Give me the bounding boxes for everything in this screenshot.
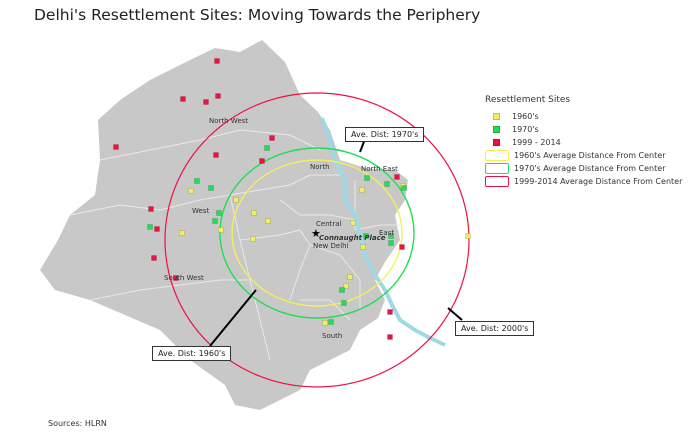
site-marker	[264, 145, 270, 151]
district-label: North West	[209, 117, 248, 125]
site-marker	[384, 181, 390, 187]
site-marker	[388, 240, 394, 246]
callout-2000s: Ave. Dist: 2000's	[455, 321, 535, 336]
map-title: Delhi's Resettlement Sites: Moving Towar…	[34, 6, 481, 24]
site-marker	[363, 233, 369, 239]
site-marker	[208, 185, 214, 191]
site-marker	[214, 58, 220, 64]
district-label: North	[310, 163, 330, 171]
site-marker	[359, 187, 365, 193]
site-marker	[188, 188, 194, 194]
site-marker	[215, 93, 221, 99]
legend-label: 1960's	[512, 112, 539, 121]
site-marker	[401, 185, 407, 191]
district-boundaries	[69, 129, 400, 361]
site-marker	[180, 96, 186, 102]
site-marker	[203, 99, 209, 105]
district-label: West	[192, 207, 209, 215]
site-marker	[147, 224, 153, 230]
point-swatch-icon	[493, 126, 500, 133]
site-marker	[194, 178, 200, 184]
ring-1970s	[219, 147, 415, 319]
legend-label: 1970's	[512, 125, 539, 134]
site-marker	[347, 274, 353, 280]
site-marker	[399, 244, 405, 250]
legend-label: 1960's Average Distance From Center	[514, 151, 666, 160]
district-label: East	[379, 229, 394, 237]
callout-1970s: Ave. Dist: 1970's	[345, 127, 425, 142]
site-marker	[341, 300, 347, 306]
site-marker	[322, 320, 328, 326]
site-marker	[387, 334, 393, 340]
site-marker	[251, 210, 257, 216]
point-swatch-icon	[493, 113, 500, 120]
point-swatch-icon	[493, 139, 500, 146]
district-label: New Delhi	[313, 242, 349, 250]
site-marker	[269, 135, 275, 141]
site-marker	[173, 275, 179, 281]
site-marker	[218, 227, 224, 233]
yamuna-river	[320, 117, 446, 347]
sources-note: Sources: HLRN	[48, 419, 107, 428]
site-marker	[212, 218, 218, 224]
ring-swatch-icon	[485, 163, 509, 174]
site-marker	[343, 283, 349, 289]
ring-swatch-icon	[485, 176, 509, 187]
legend: Resettlement Sites 1960's 1970's 1999 - 20…	[485, 95, 682, 188]
district-label: South	[322, 332, 342, 340]
connaught-place-star-icon: ★	[311, 227, 321, 240]
site-marker	[364, 175, 370, 181]
site-marker	[339, 287, 345, 293]
legend-heading: Resettlement Sites	[485, 95, 571, 105]
ring-swatch-icon	[485, 150, 509, 161]
site-marker	[148, 206, 154, 212]
site-marker	[216, 210, 222, 216]
arrow-1960s	[209, 289, 257, 347]
legend-item: 1970's	[485, 123, 682, 136]
site-marker	[465, 233, 471, 239]
legend-item: 1960's	[485, 110, 682, 123]
site-marker	[151, 255, 157, 261]
site-marker	[259, 158, 265, 164]
site-marker	[265, 218, 271, 224]
legend-label: 1999 - 2014	[512, 138, 561, 147]
legend-label: 1970's Average Distance From Center	[514, 164, 666, 173]
site-marker	[350, 220, 356, 226]
district-label: North East	[361, 165, 398, 173]
district-label: Central	[316, 220, 342, 228]
site-marker	[388, 233, 394, 239]
site-marker	[394, 174, 400, 180]
legend-item: 1960's Average Distance From Center	[485, 149, 682, 162]
legend-item: 1999-2014 Average Distance From Center	[485, 175, 682, 188]
arrow-2000s	[447, 307, 463, 321]
legend-label: 1999-2014 Average Distance From Center	[514, 177, 683, 186]
ring-1999-2014	[164, 92, 470, 388]
site-marker	[328, 319, 334, 325]
site-marker	[179, 230, 185, 236]
site-marker	[387, 309, 393, 315]
site-marker	[213, 152, 219, 158]
site-marker	[360, 244, 366, 250]
legend-item: 1999 - 2014	[485, 136, 682, 149]
site-marker	[233, 197, 239, 203]
landmark-label: Connaught Place	[319, 234, 386, 242]
ring-1960s	[231, 159, 403, 307]
district-label: South West	[164, 274, 204, 282]
site-marker	[154, 226, 160, 232]
callout-1960s: Ave. Dist: 1960's	[152, 346, 232, 361]
site-marker	[250, 236, 256, 242]
legend-item: 1970's Average Distance From Center	[485, 162, 682, 175]
site-marker	[113, 144, 119, 150]
